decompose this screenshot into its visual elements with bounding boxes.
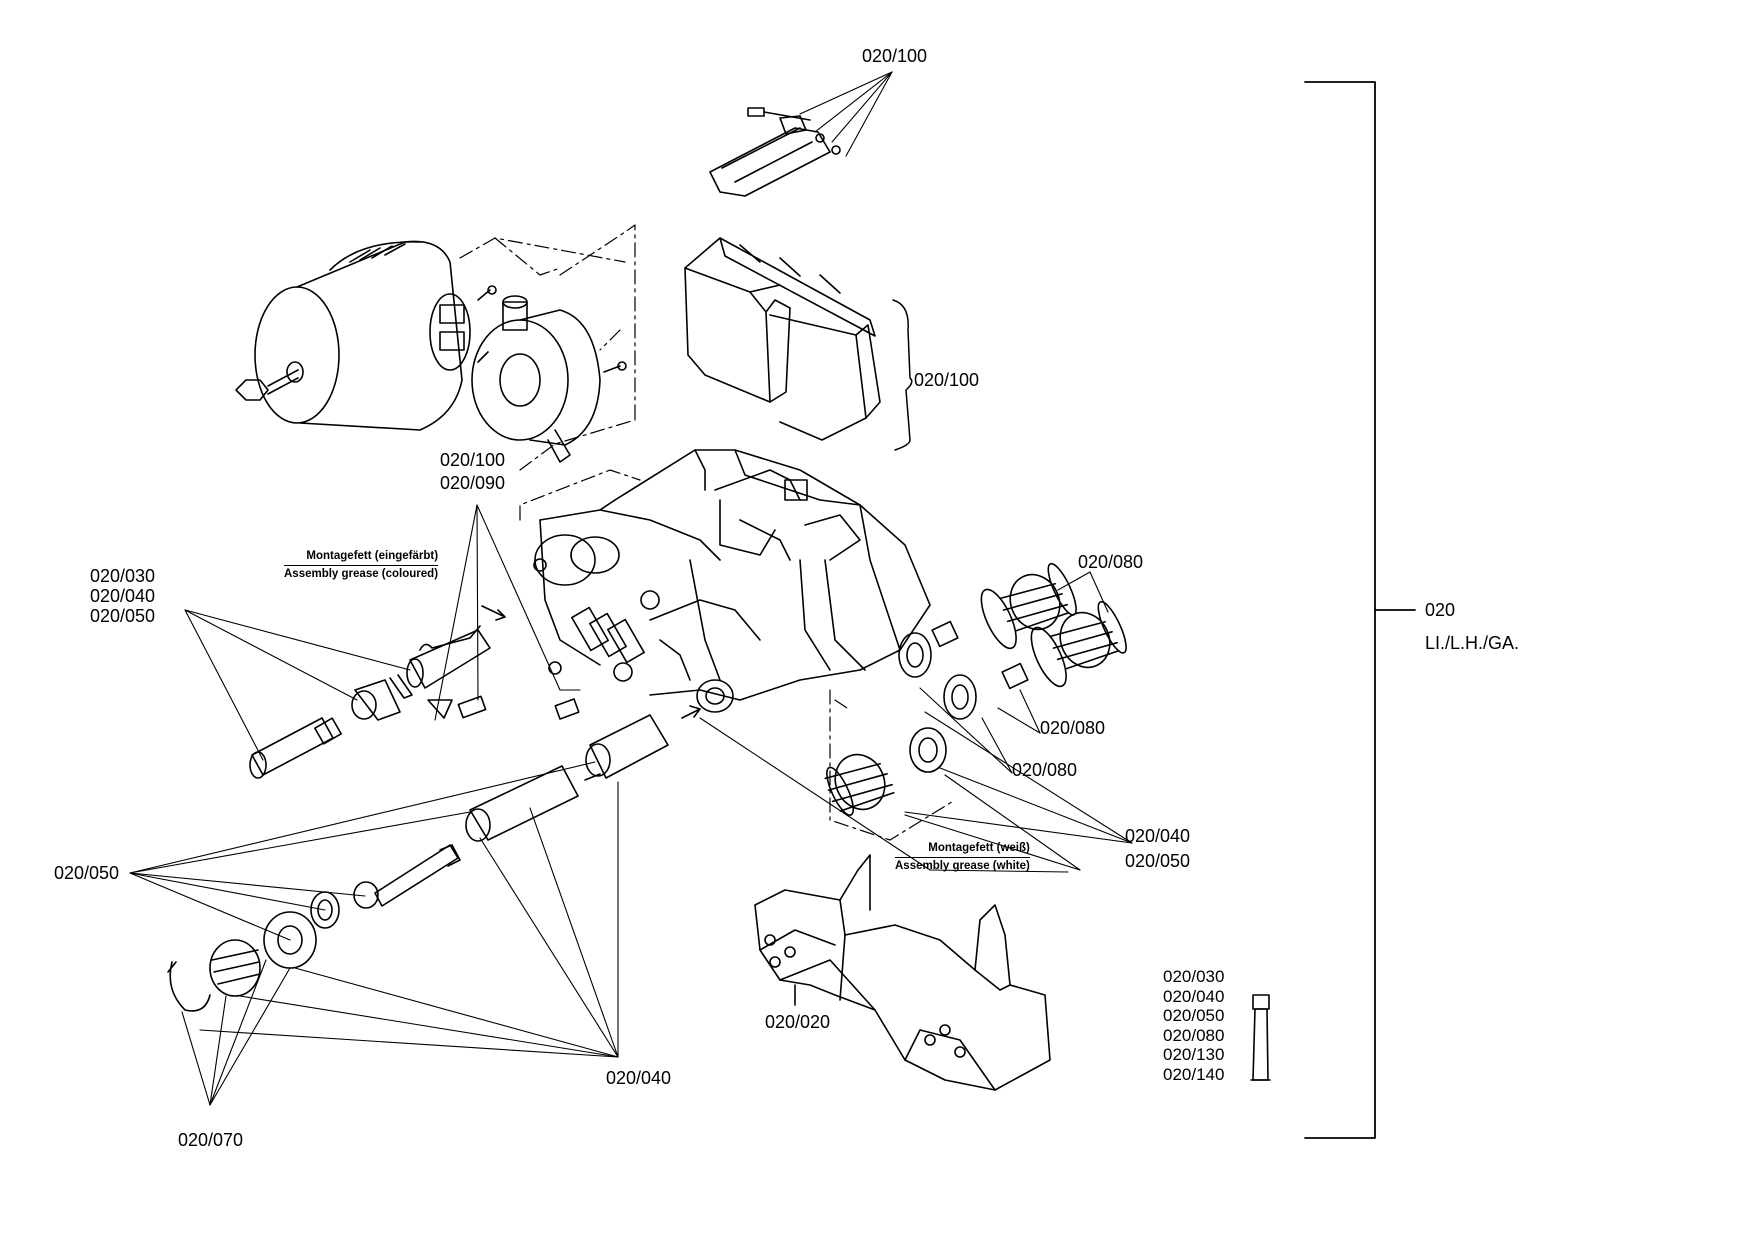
callout-carrier-020: 020/020 [765, 1012, 831, 1032]
grease-tube-list: 020/030 020/040 020/050 020/080 020/130 … [1163, 967, 1224, 1085]
callout-guide-040: 020/040 [1125, 826, 1191, 846]
grease-note-white: Montagefett (weiß) Assembly grease (whit… [895, 842, 1030, 873]
grease-item: 020/080 [1163, 1025, 1225, 1045]
grease-note-white-en: Assembly grease (white) [895, 860, 1030, 872]
grease-tube-icon [1250, 994, 1271, 1081]
callout-seal-100: 020/100 [440, 450, 506, 470]
chamber-push-rod [235, 361, 304, 401]
left-bolt-assembly [249, 629, 491, 779]
grease-note-coloured: Montagefett (eingefärbt) Assembly grease… [284, 550, 439, 581]
grease-note-white-de: Montagefett (weiß) [895, 842, 1030, 858]
grease-item: 020/050 [1163, 1006, 1225, 1026]
lower-guide-sleeve [465, 714, 669, 842]
right-boots-upper [898, 562, 1127, 720]
brake-pads [684, 237, 881, 441]
assembly-bracket [1304, 81, 1416, 1139]
assembly-variant: LI./L.H./GA. [1425, 633, 1520, 653]
callout-bolt-040: 020/040 [90, 586, 156, 606]
pad-retainer-kit [709, 107, 841, 197]
callout-boots-right-1: 020/080 [1078, 552, 1144, 572]
grease-note-coloured-en: Assembly grease (coloured) [284, 568, 439, 580]
top-leader-lines [799, 71, 893, 157]
callout-top-kit: 020/100 [862, 46, 928, 66]
center-small-parts [419, 625, 580, 720]
callout-bolt-030: 020/030 [90, 566, 156, 586]
callout-boots-right-3: 020/080 [1012, 760, 1078, 780]
grease-item: 020/140 [1163, 1064, 1225, 1084]
right-boots-lower [824, 727, 947, 816]
callout-seal-090: 020/090 [440, 473, 506, 493]
grease-item: 020/040 [1163, 986, 1225, 1006]
grease-item: 020/130 [1163, 1045, 1225, 1065]
callout-bolt-050: 020/050 [90, 606, 156, 626]
pad-brace [892, 299, 913, 451]
grease-arrow-lower [681, 705, 701, 719]
callout-bolt-stack: 020/030 020/040 020/050 [90, 566, 155, 626]
callout-bottom-040: 020/040 [606, 1068, 672, 1088]
chamber-dashdot-outline [459, 224, 636, 471]
caliper-dashdot-outline [519, 469, 956, 841]
brake-carrier [754, 854, 1051, 1091]
grease-item: 020/030 [1163, 967, 1225, 986]
lower-leaders [129, 761, 619, 1106]
callout-guide-050: 020/050 [1125, 851, 1191, 871]
top-center-leaders [434, 504, 581, 721]
callout-left-050: 020/050 [54, 863, 120, 883]
brake-chamber [254, 240, 497, 431]
callout-boots-right-2: 020/080 [1040, 718, 1106, 738]
callout-brake-pads: 020/100 [914, 370, 980, 390]
assembly-number: 020 [1425, 600, 1456, 620]
right-leaders [699, 571, 1133, 873]
left-bolt-leaders [184, 609, 411, 761]
grease-arrow-upper [481, 605, 506, 621]
lower-guide-bolt [167, 844, 461, 1012]
grease-note-coloured-de: Montagefett (eingefärbt) [284, 550, 439, 566]
caliper-housing [533, 449, 931, 713]
callout-circlip-070: 020/070 [178, 1130, 244, 1150]
chamber-flange-unit [471, 295, 627, 463]
